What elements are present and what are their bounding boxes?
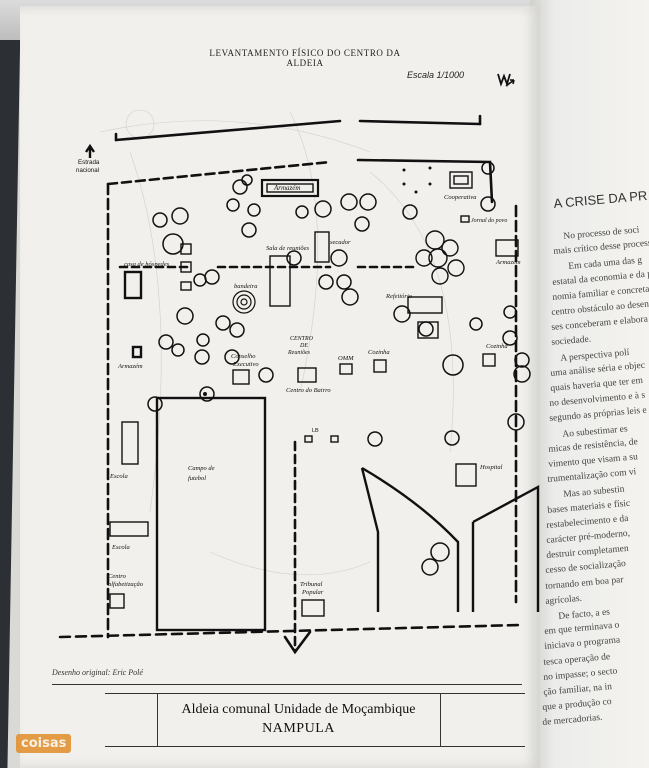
jornal-building	[460, 215, 470, 223]
map-scale: Escala 1/1000	[407, 70, 465, 80]
label-centro-reunioes-3: Reuniões	[287, 350, 311, 356]
label-casa-hospedes: casa de hóspedes	[124, 261, 170, 268]
label-hospital: Hospital	[479, 464, 503, 471]
label-centro-alf: Centro	[108, 573, 127, 580]
road-paths	[360, 466, 540, 612]
conselho-building	[232, 369, 250, 385]
label-armazem-top: Armazém	[273, 184, 300, 192]
label-conselho: Conselho	[231, 353, 256, 360]
label-lb: LB	[312, 428, 319, 434]
divider	[52, 684, 522, 685]
cooperativa-building	[449, 171, 473, 189]
armazem-top-building	[260, 178, 320, 198]
label-centro-bairro: Centro do Bairro	[286, 387, 331, 394]
drawing-credit: Desenho original: Eric Polé	[52, 668, 143, 677]
facing-page	[530, 0, 649, 768]
trees	[147, 161, 531, 576]
sala-reunioes-building	[269, 255, 291, 307]
caption-divider-left	[157, 694, 158, 746]
casa-hospedes-building	[123, 270, 143, 300]
escola-1-building	[121, 421, 139, 465]
watermark-logo: coisas	[16, 734, 72, 753]
refeitorio-building	[407, 296, 443, 314]
label-armazem-right: Armazém	[495, 259, 521, 266]
cozinha-2-building	[482, 353, 496, 367]
label-cooperativa: Cooperativa	[444, 194, 477, 201]
centro-reunioes-building	[297, 367, 317, 383]
label-cozinha-1: Cozinha	[368, 349, 390, 356]
caption-subtitle: NAMPULA	[262, 721, 335, 736]
village-centre-map: Estrada nacional Armazém Cooperativa Jor…	[58, 109, 540, 655]
label-cozinha-2: Cozinha	[486, 343, 508, 350]
small-markers	[203, 166, 432, 396]
label-sala-reunioes: Sala de reuniões	[266, 245, 310, 252]
label-conselho-2: Executivo	[232, 361, 259, 368]
omm-building	[339, 363, 353, 375]
armazem-left-building	[131, 345, 143, 359]
caption-box: Aldeia comunal Unidade de Moçambique NAM…	[105, 693, 525, 747]
label-tribunal: Tribunal	[300, 581, 323, 588]
label-estrada: Estrada	[78, 159, 100, 166]
secador-building	[314, 231, 330, 263]
up-arrow-icon	[85, 143, 95, 158]
label-jornal: Jornal do povo	[471, 218, 507, 224]
cozinha-1-building	[373, 359, 387, 373]
north-arrow-icon	[497, 73, 515, 87]
label-centro-reunioes: CENTRO	[290, 336, 314, 342]
label-centro-reunioes-2: DE	[299, 343, 308, 349]
label-estrada-2: nacional	[76, 167, 99, 174]
map-labels: Estrada nacional Armazém Cooperativa Jor…	[76, 159, 521, 596]
escola-2-building	[109, 521, 149, 537]
boundary-lines	[58, 114, 522, 655]
label-armazem-left: Armazém	[117, 363, 143, 370]
armazem-right-building	[495, 239, 519, 257]
tree-cluster	[415, 230, 465, 285]
label-campo-2: futebol	[188, 475, 206, 482]
label-bandeira: bandeira	[234, 283, 257, 290]
football-field	[155, 396, 267, 632]
hospital-building	[455, 463, 477, 487]
caption-title: Aldeia comunal Unidade de Moçambique	[181, 702, 416, 717]
label-campo: Campo de	[188, 465, 215, 472]
centro-alfabetizacao-building	[109, 593, 125, 609]
label-tribunal-2: Popular	[301, 589, 324, 596]
label-omm: OMM	[338, 355, 354, 362]
buildings	[109, 171, 519, 617]
label-secador: secador	[330, 239, 351, 246]
label-escola-2: Escola	[111, 544, 130, 551]
caption-divider-right	[440, 694, 441, 746]
label-refeitorio: Refeitório	[385, 293, 413, 300]
running-title: LEVANTAMENTO FÍSICO DO CENTRO DA ALDEIA	[209, 48, 401, 68]
label-centro-alf-2: alfabetização	[108, 581, 144, 588]
tribunal-building	[301, 599, 325, 617]
flag-circle	[232, 290, 256, 314]
label-escola-1: Escola	[109, 473, 128, 480]
lb-building	[304, 435, 313, 443]
